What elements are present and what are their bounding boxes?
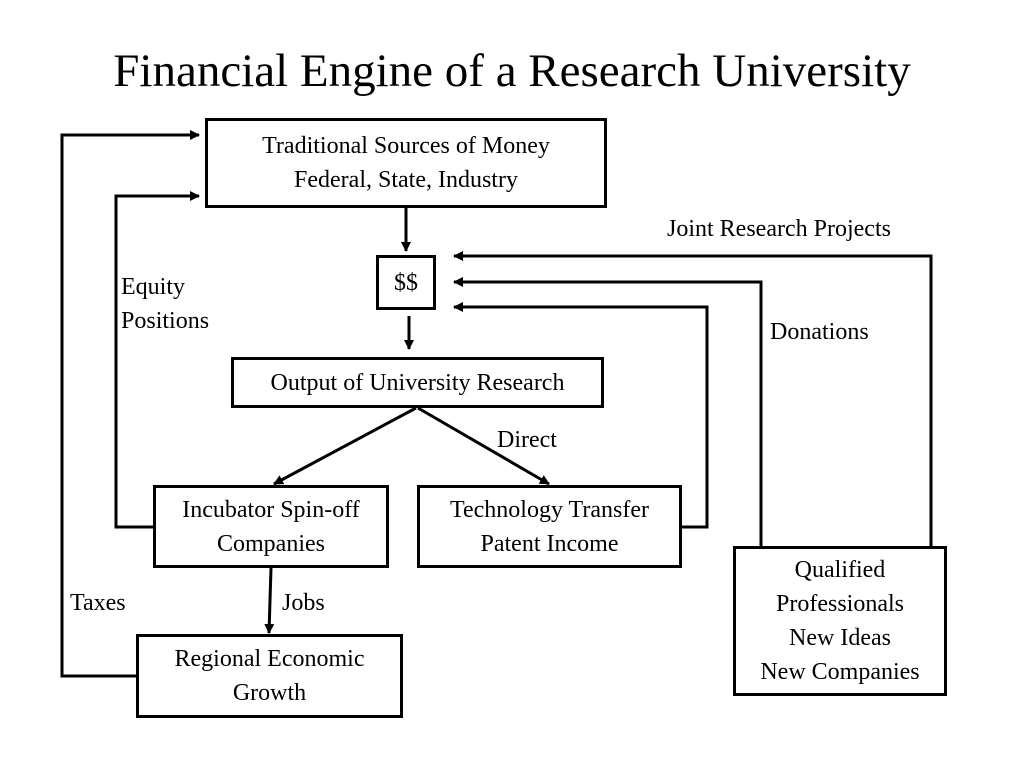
qualified-line-4: New Companies <box>760 659 920 685</box>
tech-transfer-line-1: Technology Transfer <box>450 496 649 523</box>
regional-growth-line-1: Regional Economic <box>174 646 365 672</box>
taxes-label: Taxes <box>70 590 126 616</box>
money-box: $$ <box>376 255 436 310</box>
output-to-tech-transfer-arrow <box>417 406 550 486</box>
joint-research-arrow <box>453 251 933 546</box>
equity-label-line-1: Equity <box>121 274 185 300</box>
incubator-line-2: Companies <box>217 530 325 557</box>
equity-label-line-2: Positions <box>121 308 210 334</box>
jobs-label: Jobs <box>282 590 325 616</box>
patent-income-arrow <box>453 302 709 529</box>
output-research-box: Output of University Research <box>231 357 604 408</box>
donations-label: Donations <box>770 319 869 345</box>
joint-research-label: Joint Research Projects <box>667 216 891 242</box>
equity-arrow <box>114 191 200 529</box>
donations-arrow <box>453 277 763 546</box>
direct-label: Direct <box>497 427 557 453</box>
qualified-line-3: New Ideas <box>789 625 891 651</box>
incubator-line-1: Incubator Spin-off <box>182 496 360 523</box>
page-title: Financial Engine of a Research Universit… <box>113 45 911 97</box>
output-to-incubator-arrow <box>273 406 417 486</box>
regional-growth-box: Regional Economic Growth <box>136 634 403 718</box>
regional-growth-line-2: Growth <box>232 680 307 706</box>
qualified-line-2: Professionals <box>776 591 904 617</box>
traditional-sources-box: Traditional Sources of Money Federal, St… <box>205 118 607 208</box>
tech-transfer-box: Technology Transfer Patent Income <box>417 485 682 568</box>
equity-label: Equity Positions <box>121 270 209 338</box>
taxes-arrow <box>60 130 200 678</box>
traditional-sources-line-2: Federal, State, Industry <box>294 167 518 193</box>
qualified-line-1: Qualified <box>794 557 886 583</box>
jobs-arrow <box>264 567 275 634</box>
tech-transfer-line-2: Patent Income <box>480 530 619 557</box>
qualified-box: Qualified Professionals New Ideas New Co… <box>733 546 947 696</box>
traditional-sources-line-1: Traditional Sources of Money <box>262 133 550 159</box>
output-research-label: Output of University Research <box>270 369 565 396</box>
incubator-box: Incubator Spin-off Companies <box>153 485 389 568</box>
money-label: $$ <box>394 269 418 296</box>
